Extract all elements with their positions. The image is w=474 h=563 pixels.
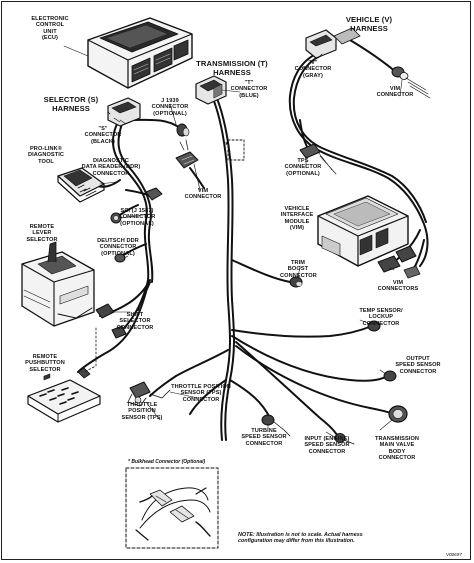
- ecu-label: ELECTRONIC CONTROL UNIT (ECU): [31, 16, 69, 42]
- deutsch-connector-shape: [114, 253, 126, 263]
- remote-link-dashed: [83, 327, 97, 373]
- t-connector-label: "T" CONNECTOR (BLUE): [230, 80, 268, 99]
- illustration-note: NOTE: Illustration is not to scale. Actu…: [238, 532, 363, 545]
- tps-connector-optional-shape: [299, 143, 337, 175]
- prolink-label: PRO-LINK® DIAGNOSTIC TOOL: [27, 146, 65, 165]
- tps-connector-optional-label: TPS CONNECTOR (OPTIONAL): [284, 158, 322, 177]
- bulkhead-asterisk: *: [225, 140, 229, 150]
- turbine-label: TURBINE SPEED SENSOR CONNECTOR: [241, 428, 287, 447]
- shift-selector-label: SHIFT SELECTOR CONNECTOR: [116, 312, 154, 331]
- vim-connector-top-right: [391, 66, 431, 99]
- remote-lever-label: REMOTE LEVER SELECTOR: [26, 224, 58, 243]
- main-valve-connector-shape: [388, 405, 408, 423]
- output-speed-connector-shape: [383, 370, 397, 382]
- temp-sensor-connector-shape: [367, 320, 381, 332]
- j1939-label: J 1939 CONNECTOR (OPTIONAL): [151, 98, 189, 117]
- input-speed-label: INPUT (ENGINE) SPEED SENSOR CONNECTOR: [304, 436, 350, 455]
- trim-boost-label: TRIM BOOST CONNECTOR: [280, 260, 317, 279]
- tps-sensor-shape: [127, 381, 171, 407]
- tps-sensor-connector-label: THROTTLE POSITION SENSOR (TPS) CONNECTOR: [171, 384, 231, 403]
- s-connector-label: "S" CONNECTOR (BLACK): [84, 126, 122, 145]
- temp-sensor-label: TEMP SENSOR/ LOCKUP CONNECTOR: [359, 308, 403, 327]
- v-connector-label: "V" CONNECTOR (GRAY): [294, 60, 332, 79]
- selector-harness-label: SELECTOR (S) HARNESS: [43, 95, 99, 113]
- remote-lever-selector: [21, 241, 95, 327]
- bulkhead-inset: [125, 467, 219, 549]
- vim-connectors-shape: [377, 245, 421, 279]
- figure-code: V00697: [446, 552, 462, 557]
- vim-connector-upper-shape: [175, 139, 199, 169]
- vehicle-harness-label: VEHICLE (V) HARNESS: [345, 15, 393, 33]
- trim-boost-connector-shape: [289, 276, 303, 288]
- vim-module: [317, 195, 409, 267]
- remote-pushbutton-label: REMOTE PUSHBUTTON SELECTOR: [25, 354, 65, 373]
- deutsch-label: DEUTSCH DDR CONNECTOR (OPTIONAL): [97, 238, 139, 257]
- remote-pushbutton-selector: [27, 367, 101, 423]
- v-connector-shape: [305, 27, 361, 59]
- prolink-tool: [57, 167, 105, 203]
- vim-connector-mid-label: VIM CONNECTOR: [184, 188, 222, 201]
- bulkhead-marker: [227, 139, 245, 161]
- input-speed-connector-shape: [334, 433, 355, 445]
- vim-connectors-label: VIM CONNECTORS: [377, 280, 419, 293]
- ecu-unit: [87, 17, 193, 89]
- output-speed-label: OUTPUT SPEED SENSOR CONNECTOR: [395, 356, 441, 375]
- t-connector-shape: [195, 75, 227, 105]
- ddr-label: DIAGNOSTIC DATA READER (DDR) CONNECTOR: [81, 158, 141, 177]
- transmission-harness-label: TRANSMISSION (T) HARNESS: [196, 59, 268, 77]
- ddr-connector-shape: [145, 187, 163, 201]
- tps-sensor-label: THROTTLE POSITION SENSOR (TPS): [121, 402, 163, 421]
- bulkhead-caption: * Bulkhead Connector (Optional): [128, 459, 206, 465]
- j1939-connector-shape: [176, 123, 190, 137]
- leader-lines: [63, 45, 403, 439]
- s-connector-shape: [107, 97, 141, 127]
- sci-label: SCI (J 1587) CONNECTOR (OPTIONAL): [118, 208, 156, 227]
- vim-connector-top-label: VIM CONNECTOR: [376, 86, 414, 99]
- main-valve-label: TRANSMISSION MAIN VALVE BODY CONNECTOR: [374, 436, 420, 462]
- vim-label: VEHICLE INTERFACE MODULE (VIM): [280, 206, 314, 232]
